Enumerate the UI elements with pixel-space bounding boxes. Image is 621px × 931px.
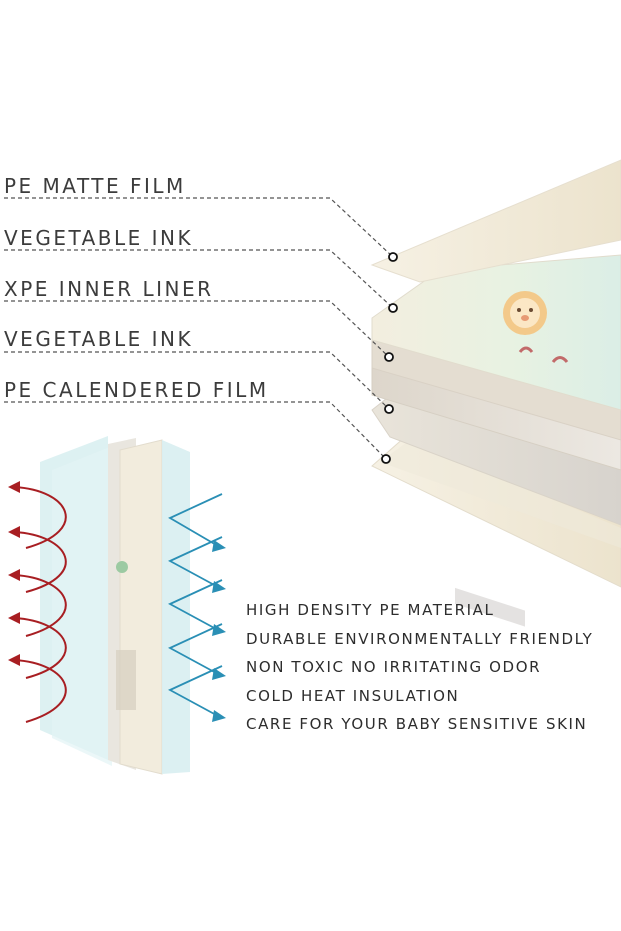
insulation-panels-illustration	[40, 436, 190, 775]
heat-arrows	[13, 486, 67, 723]
feature-non-toxic: NON TOXIC NO IRRITATING ODOR	[246, 658, 542, 676]
leader-line-vegetable-ink-top	[4, 249, 394, 309]
leader-line-pe-calendered-film	[4, 401, 387, 460]
leader-line-pe-matte-film	[4, 197, 394, 258]
leader-line-vegetable-ink-bottom	[4, 351, 390, 410]
feature-durable: DURABLE ENVIRONMENTALLY FRIENDLY	[246, 630, 594, 648]
layer-label-pe-calendered-film: PE CALENDERED FILM	[4, 378, 269, 402]
layer-label-vegetable-ink-top: VEGETABLE INK	[4, 226, 194, 250]
feature-insulation: COLD HEAT INSULATION	[246, 687, 460, 705]
layer-label-pe-matte-film: PE MATTE FILM	[4, 174, 186, 198]
cold-arrows	[167, 493, 223, 717]
marker-vegetable-ink-bottom	[384, 404, 394, 414]
feature-baby-skin: CARE FOR YOUR BABY SENSITIVE SKIN	[246, 715, 588, 733]
leader-line-xpe-inner-liner	[4, 300, 390, 358]
lion-print-icon	[503, 291, 547, 335]
marker-pe-calendered-film	[381, 454, 391, 464]
marker-pe-matte-film	[388, 252, 398, 262]
layer-sheet-pe-matte-film	[370, 159, 621, 283]
layer-label-vegetable-ink-bottom: VEGETABLE INK	[4, 327, 194, 351]
marker-vegetable-ink-top	[388, 303, 398, 313]
marker-xpe-inner-liner	[384, 352, 394, 362]
feature-high-density: HIGH DENSITY PE MATERIAL	[246, 601, 495, 619]
layer-label-xpe-inner-liner: XPE INNER LINER	[4, 277, 214, 301]
